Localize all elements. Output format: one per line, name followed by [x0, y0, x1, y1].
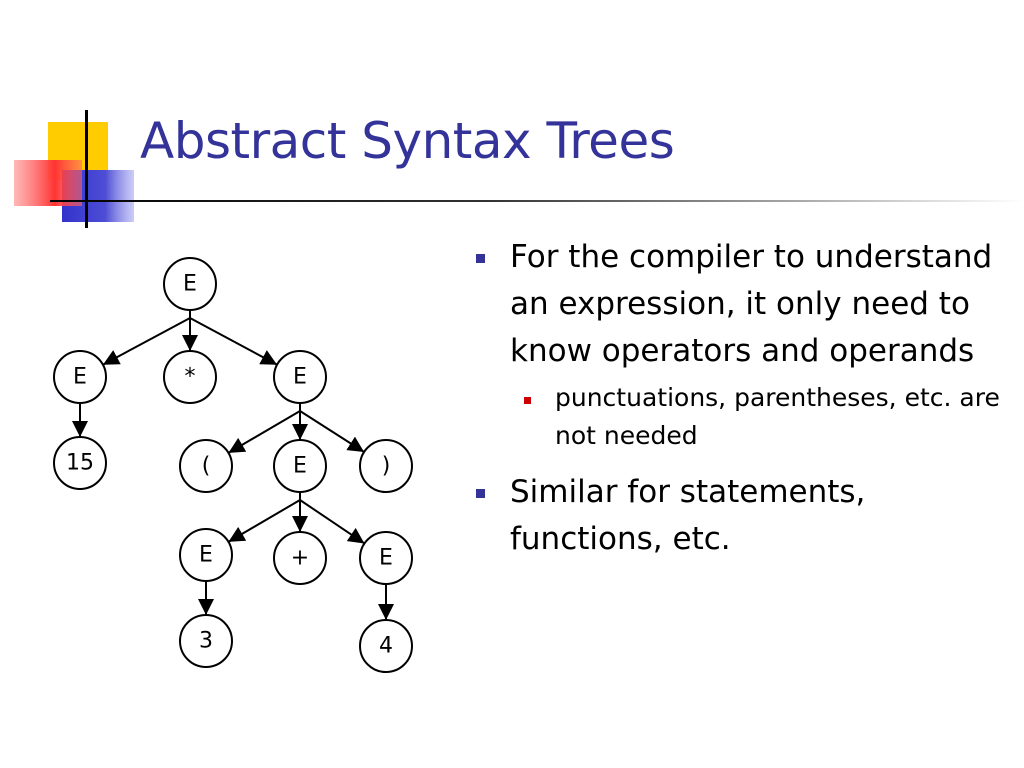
tree-node-circle: [163, 257, 217, 311]
deco-vertical-line: [85, 110, 88, 228]
tree-node-root: E: [163, 257, 217, 311]
tree-node-times: *: [163, 350, 217, 404]
tree-node-label: E: [293, 365, 307, 390]
tree-node-e-left: E: [53, 350, 107, 404]
tree-node-circle: [359, 439, 413, 493]
tree-node-rparen: ): [359, 439, 413, 493]
tree-node-label: E: [293, 454, 307, 479]
tree-node-circle: [179, 439, 233, 493]
tree-edge-root-e-right: [189, 317, 278, 366]
tree-node-three: 3: [179, 614, 233, 668]
bullet-item-1: For the compiler to understand an expres…: [470, 234, 1010, 455]
tree-node-label: E: [73, 365, 87, 390]
bullet-text-2: Similar for statements, functions, etc.: [510, 474, 866, 557]
tree-node-label: 4: [379, 634, 393, 659]
tree-node-label: *: [185, 365, 196, 390]
bullet-marker: [476, 489, 485, 498]
deco-horizontal-line: [50, 200, 1024, 202]
syntax-tree: E E * E 15 ( E) E + E 3 4: [53, 257, 413, 673]
tree-node-circle: [53, 436, 107, 490]
tree-node-four: 4: [359, 619, 413, 673]
bullet-marker: [476, 254, 485, 263]
tree-node-label: E: [199, 543, 213, 568]
sub-bullet-marker: [524, 397, 531, 404]
sub-bullet-text-1: punctuations, parentheses, etc. are not …: [555, 383, 1000, 450]
tree-node-e-right: E: [273, 350, 327, 404]
tree-node-circle: [359, 619, 413, 673]
tree-node-circle: [273, 531, 327, 585]
tree-node-e-mid: E: [273, 439, 327, 493]
tree-node-label: E: [183, 272, 197, 297]
tree-node-circle: [273, 350, 327, 404]
bullet-text-1: For the compiler to understand an expres…: [510, 239, 993, 369]
bullet-item-2: Similar for statements, functions, etc.: [470, 469, 1010, 563]
tree-node-label: 3: [199, 629, 213, 654]
tree-node-circle: [179, 528, 233, 582]
title-decoration: [14, 110, 1024, 228]
tree-edge-e-mid-e-4: [299, 499, 366, 545]
tree-node-label: 15: [66, 451, 94, 476]
tree-node-e-4: E: [359, 531, 413, 585]
tree-edge-e-right-lparen: [227, 410, 301, 454]
tree-node-label: +: [291, 546, 309, 571]
tree-node-plus: +: [273, 531, 327, 585]
tree-edge-e-right-rparen: [299, 410, 365, 453]
sub-bullet-list: punctuations, parentheses, etc. are not …: [510, 379, 1010, 455]
tree-node-circle: [359, 531, 413, 585]
tree-node-circle: [179, 614, 233, 668]
tree-node-label: E: [379, 546, 393, 571]
tree-node-lparen: (: [179, 439, 233, 493]
tree-node-circle: [273, 439, 327, 493]
slide-title: Abstract Syntax Trees: [140, 112, 675, 170]
tree-node-fifteen: 15: [53, 436, 107, 490]
tree-node-label: (: [202, 454, 211, 479]
deco-red-square: [14, 160, 82, 206]
tree-node-circle: [53, 350, 107, 404]
tree-edge-e-mid-e-3: [227, 499, 301, 543]
bullet-list: For the compiler to understand an expres…: [470, 234, 1010, 563]
tree-node-circle: [163, 350, 217, 404]
tree-edge-root-e-left: [102, 317, 191, 366]
tree-node-label: ): [382, 454, 391, 479]
sub-bullet-item-1: punctuations, parentheses, etc. are not …: [510, 379, 1010, 455]
tree-node-e-3: E: [179, 528, 233, 582]
